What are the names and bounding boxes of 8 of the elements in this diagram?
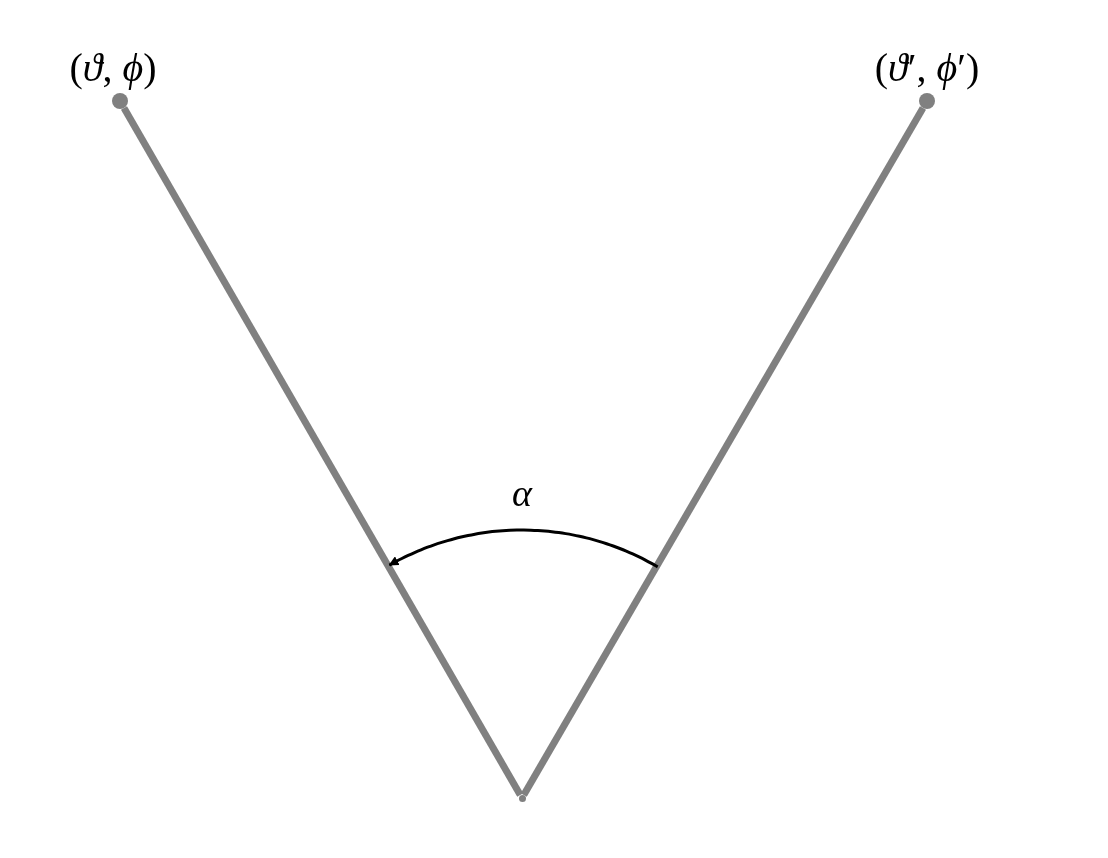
angle-label: α <box>512 474 532 512</box>
coordinate-label: (ϑ, ϕ) <box>69 48 157 88</box>
line-segment <box>120 106 524 797</box>
coordinate-label: (ϑ′, ϕ′) <box>874 48 980 88</box>
line-segment <box>520 106 926 797</box>
endpoint-dot <box>919 93 935 109</box>
endpoint-dot <box>112 93 128 109</box>
vertex-point <box>518 794 526 802</box>
